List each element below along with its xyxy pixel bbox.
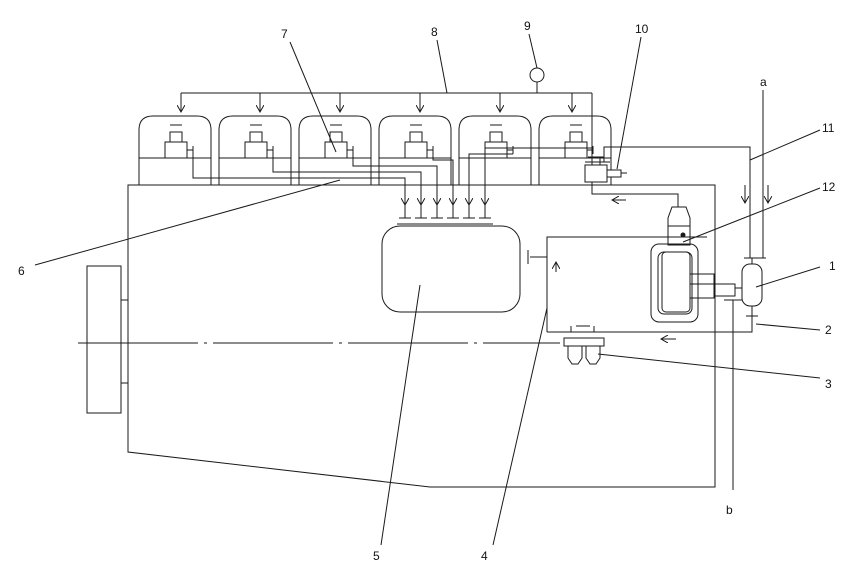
label-8: 8 (431, 25, 438, 39)
leader-9 (528, 33, 538, 69)
label-5: 5 (373, 549, 380, 563)
cylinder-head-3 (298, 115, 372, 185)
leader-4 (492, 307, 548, 546)
coarse-filter-head (563, 337, 605, 347)
injector-body-2 (244, 141, 268, 159)
injector-body-5 (484, 141, 508, 159)
injector-top-5 (489, 131, 503, 143)
return-valve (584, 164, 608, 183)
fine-filter-outlet-upper (689, 273, 715, 285)
label-7: 7 (281, 27, 288, 41)
injection-pipe-3 (352, 154, 438, 205)
injector-top-1 (169, 131, 183, 143)
coarse-filter-top (563, 325, 600, 333)
engine-block-outline (127, 184, 716, 488)
pump-outlet-ports (397, 205, 493, 225)
rail-drop-lines (181, 93, 593, 157)
leader-2 (755, 323, 821, 331)
injector-port-4 (427, 146, 434, 154)
pressure-gauge (529, 67, 545, 83)
fine-filter-marker (680, 232, 686, 238)
injector-body-1 (164, 141, 188, 159)
injector-body-6 (564, 141, 588, 159)
fine-filter-outlet-lower (689, 283, 715, 299)
injector-top-4 (409, 131, 423, 143)
label-2: 2 (825, 323, 832, 337)
leader-8 (436, 39, 448, 94)
cylinder-head-5 (458, 115, 532, 185)
leader-3 (597, 353, 821, 379)
cylinder-head-group (138, 115, 612, 185)
fine-filter-cap (667, 206, 691, 227)
label-9: 9 (524, 19, 531, 33)
leak-off-lines (192, 147, 594, 205)
leader-1 (755, 266, 821, 288)
fine-filter-housing-outer (650, 243, 699, 323)
valve-to-filter-line (591, 182, 679, 207)
return-valve-fitting (585, 156, 610, 165)
label-1: 1 (829, 259, 836, 273)
cylinder-head-1 (138, 115, 212, 185)
injector-top-6 (569, 131, 583, 143)
injection-pipe-4 (432, 154, 454, 205)
label-3: 3 (825, 377, 832, 391)
injection-pipe-1 (192, 154, 406, 205)
return-line-11 (603, 146, 751, 258)
flow-arrows (556, 185, 768, 339)
callout-labels: 1 2 3 4 5 6 7 8 9 10 11 12 a b (18, 19, 836, 563)
leader-6 (34, 179, 341, 266)
label-b: b (726, 503, 733, 517)
injection-pipe-2 (272, 154, 422, 205)
cylinder-head-4 (378, 115, 452, 185)
label-a: a (760, 75, 767, 89)
injection-pipe-5 (468, 153, 513, 205)
feed-line-2 (547, 306, 758, 333)
coarse-filter-bowl-right (585, 345, 601, 365)
cylinder-head-6 (538, 115, 612, 185)
injector-port-3 (347, 146, 354, 154)
cylinder-head-2 (218, 115, 292, 185)
injector-port-1 (187, 146, 194, 154)
label-10: 10 (635, 22, 649, 36)
injector-body-4 (404, 141, 428, 159)
injection-pipe-6 (484, 147, 594, 205)
fine-filter-element (661, 251, 691, 313)
leader-11 (749, 129, 821, 161)
leader-lines (34, 33, 821, 546)
transfer-pump-connector (714, 283, 742, 297)
leader-10 (616, 36, 642, 170)
injector-port-5 (507, 146, 514, 154)
label-12: 12 (822, 180, 836, 194)
label-11: 11 (822, 121, 835, 135)
leader-12 (682, 187, 821, 243)
injection-pump-body (381, 225, 521, 313)
injector-body-3 (324, 141, 348, 159)
injector-port-2 (267, 146, 274, 154)
leader-7 (289, 41, 337, 153)
injector-top-3 (329, 131, 343, 143)
feed-line-4 (530, 236, 707, 332)
fine-filter-neck (667, 225, 691, 246)
transfer-pump (741, 263, 763, 307)
return-valve-nozzle (606, 169, 622, 178)
flywheel (86, 265, 122, 414)
coarse-filter-bowl-left (567, 345, 583, 365)
label-6: 6 (18, 264, 25, 278)
injector-top-2 (249, 131, 263, 143)
label-4: 4 (481, 549, 488, 563)
leader-5 (380, 284, 421, 546)
